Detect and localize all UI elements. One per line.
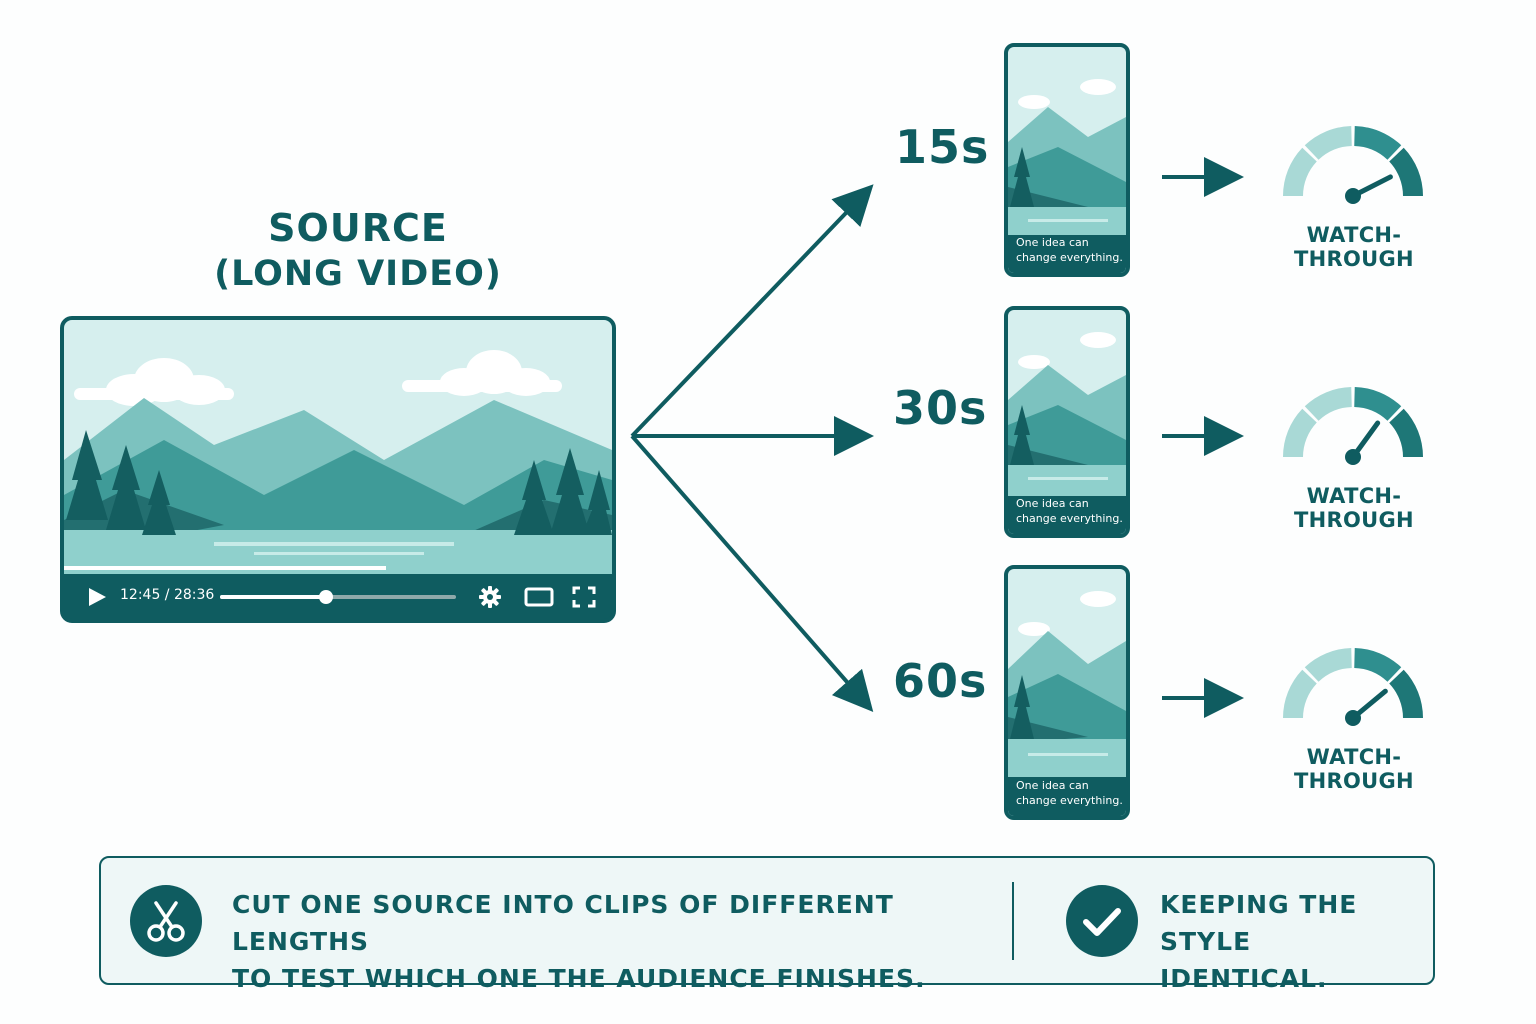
scissors-icon bbox=[130, 885, 202, 957]
clip-thumbnail bbox=[1008, 569, 1126, 816]
gauge-segment bbox=[1354, 387, 1402, 421]
player-progress-handle[interactable] bbox=[319, 590, 334, 604]
source-title-line2: (LONG VIDEO) bbox=[214, 254, 502, 294]
banner-side-line2: STYLE IDENTICAL. bbox=[1160, 927, 1328, 993]
gauge-icon bbox=[1283, 387, 1423, 465]
banner-side-line1: KEEPING THE bbox=[1160, 890, 1358, 919]
gauge-segment bbox=[1283, 669, 1317, 718]
gauge-icon bbox=[1283, 126, 1423, 204]
player-progress-track[interactable] bbox=[220, 595, 456, 599]
summary-banner: CUT ONE SOURCE INTO CLIPS OF DIFFERENT L… bbox=[99, 856, 1435, 993]
gauge-segment bbox=[1354, 126, 1402, 160]
clip-phone-15s[interactable]: One idea can change everything. bbox=[1004, 43, 1130, 277]
duration-60s: 60s bbox=[893, 654, 988, 708]
gauge-icon bbox=[1283, 648, 1423, 726]
gauge-segment bbox=[1389, 147, 1423, 196]
gauge-segment bbox=[1354, 648, 1402, 682]
arrow-to-60s bbox=[630, 434, 874, 713]
source-title-line1: SOURCE bbox=[268, 206, 448, 250]
banner-side-text: KEEPING THE STYLE IDENTICAL. bbox=[1160, 886, 1420, 997]
metric-label: WATCH-THROUGH bbox=[1294, 223, 1414, 271]
check-icon bbox=[1066, 885, 1138, 957]
source-video-player[interactable]: 12:45 / 28:36 bbox=[60, 316, 616, 623]
gauge-segment bbox=[1304, 126, 1352, 160]
clip-caption: One idea can change everything. bbox=[1016, 779, 1123, 807]
clip-caption: One idea can change everything. bbox=[1016, 236, 1123, 264]
landscape-scene bbox=[64, 320, 612, 574]
player-time: 12:45 / 28:36 bbox=[120, 587, 215, 603]
banner-main-line2: TO TEST WHICH ONE THE AUDIENCE FINISHES. bbox=[232, 964, 926, 993]
gauge-hub bbox=[1345, 449, 1361, 465]
gauge-segment bbox=[1283, 147, 1317, 196]
player-progress-fill bbox=[220, 595, 327, 599]
clip-phone-30s[interactable]: One idea can change everything. bbox=[1004, 306, 1130, 538]
gear-icon[interactable] bbox=[478, 585, 502, 609]
metric-label: WATCH-THROUGH bbox=[1294, 484, 1414, 532]
gauge-hub bbox=[1345, 188, 1361, 204]
fullscreen-icon[interactable] bbox=[572, 586, 596, 608]
gauge-segment bbox=[1304, 648, 1352, 682]
metric-label: WATCH-THROUGH bbox=[1294, 745, 1414, 793]
clip-thumbnail bbox=[1008, 47, 1126, 273]
banner-main-line1: CUT ONE SOURCE INTO CLIPS OF DIFFERENT L… bbox=[232, 890, 894, 956]
gauge-segment bbox=[1389, 408, 1423, 457]
gauge-hub bbox=[1345, 710, 1361, 726]
clip-thumbnail bbox=[1008, 310, 1126, 534]
banner-main-text: CUT ONE SOURCE INTO CLIPS OF DIFFERENT L… bbox=[232, 886, 1012, 997]
gauge-segment bbox=[1389, 669, 1423, 718]
player-controls: 12:45 / 28:36 bbox=[64, 574, 612, 619]
clip-caption: One idea can change everything. bbox=[1016, 497, 1123, 525]
play-icon[interactable] bbox=[86, 586, 108, 608]
clip-phone-60s[interactable]: One idea can change everything. bbox=[1004, 565, 1130, 820]
duration-30s: 30s bbox=[893, 381, 988, 435]
banner-divider bbox=[1012, 882, 1014, 960]
gauge-segment bbox=[1283, 408, 1317, 457]
duration-15s: 15s bbox=[895, 120, 990, 174]
screen-icon[interactable] bbox=[524, 586, 554, 608]
arrow-to-15s bbox=[630, 184, 874, 438]
gauge-segment bbox=[1304, 387, 1352, 421]
source-title: SOURCE (LONG VIDEO) bbox=[158, 205, 558, 297]
